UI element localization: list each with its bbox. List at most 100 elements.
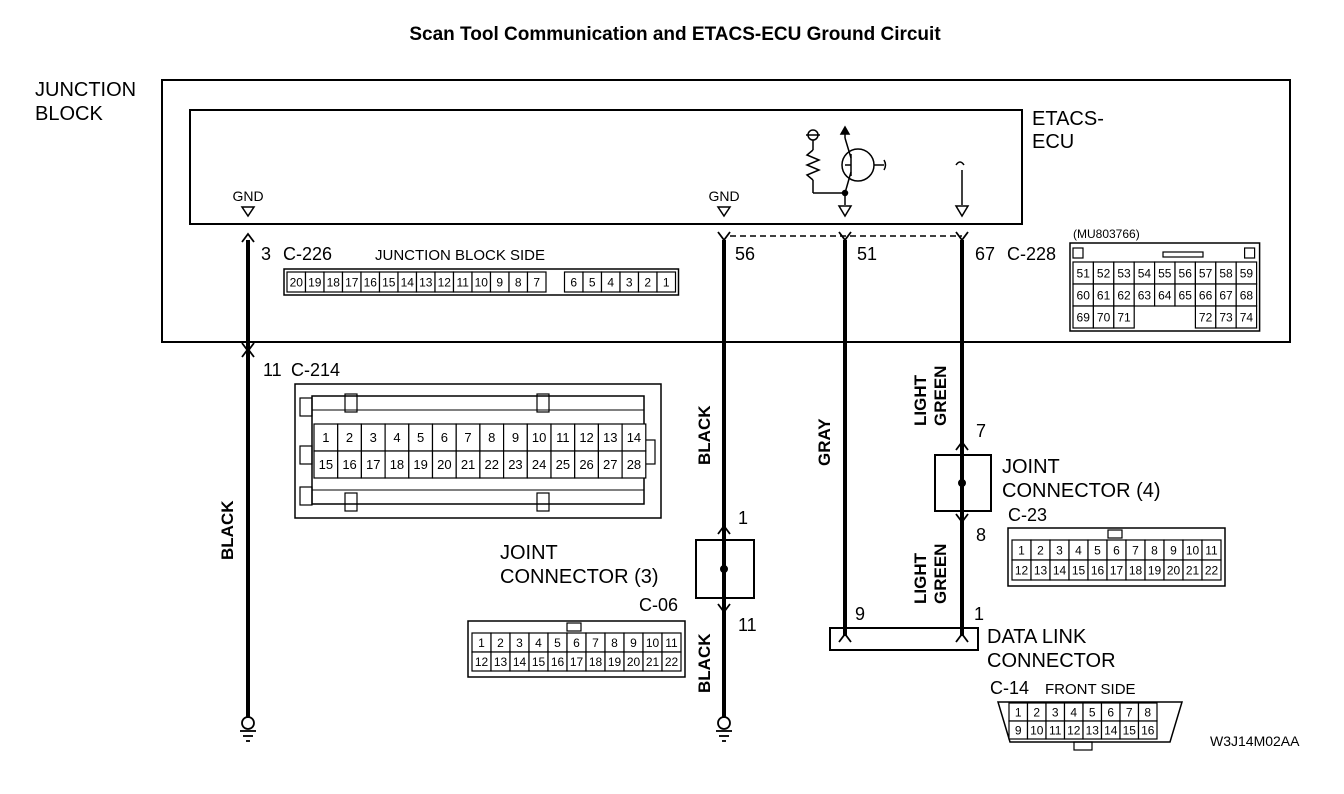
c23-pin-label: 3 [1056, 543, 1063, 557]
c06-pin-label: 19 [608, 655, 622, 669]
c14-pin-label: 12 [1067, 723, 1081, 737]
c23-pin-label: 1 [1018, 543, 1025, 557]
c23-housing [1007, 527, 1226, 587]
ground-symbol-left [240, 716, 256, 742]
c228-pin-label: 53 [1117, 266, 1131, 280]
c226-pin-label: 15 [382, 275, 396, 289]
c228-pin-label: 72 [1199, 310, 1213, 324]
c06-pin-label: 1 [478, 636, 485, 650]
c214-pin-label: 28 [627, 457, 641, 472]
c06-pin-label: 18 [589, 655, 603, 669]
drawing-code: W3J14M02AA [1210, 733, 1300, 749]
c214-pin-label: 22 [485, 457, 499, 472]
ecu-label-2: ECU [1032, 131, 1074, 153]
c14-pin-label: 5 [1089, 705, 1096, 719]
c214-pin-label: 10 [532, 430, 546, 445]
c226-pin-label: 1 [663, 275, 670, 289]
c23-pin-label: 9 [1170, 543, 1177, 557]
c06-latch [566, 622, 582, 632]
c214-pin-label: 19 [413, 457, 427, 472]
c228-pin-label: 70 [1097, 310, 1111, 324]
c06-pin-label: 12 [475, 655, 489, 669]
c228-pin-label: 51 [1077, 266, 1091, 280]
c23-pin-label: 7 [1132, 543, 1139, 557]
c23-pin-label: 15 [1072, 563, 1086, 577]
c226-pin-label: 8 [515, 275, 522, 289]
c226-pin-label: 17 [345, 275, 359, 289]
c14-pin-label: 2 [1033, 705, 1040, 719]
c226-id: C-226 [283, 244, 332, 264]
gnd-symbol-left [240, 206, 256, 218]
c23-pin-label: 16 [1091, 563, 1105, 577]
c06-pin-label: 5 [554, 636, 561, 650]
c214-pin-label: 9 [512, 430, 519, 445]
wire-black-left-terminals [241, 232, 255, 358]
c228-pin-51: 51 [857, 244, 877, 264]
c226-pin-label: 6 [570, 275, 577, 289]
c214-pin-label: 12 [579, 430, 593, 445]
c228-pin-label: 63 [1138, 288, 1152, 302]
c14-cell [1137, 720, 1158, 740]
dlc-pin-9: 9 [855, 604, 865, 624]
c23-pin-label: 20 [1167, 563, 1181, 577]
c06-pin-label: 9 [630, 636, 637, 650]
c214-latch [299, 397, 313, 417]
c226-pin-label: 18 [327, 275, 341, 289]
c06-housing [467, 620, 686, 678]
c228-pin-label: 68 [1240, 288, 1254, 302]
c214-latch [344, 393, 358, 413]
c226-pin-label: 13 [419, 275, 433, 289]
c14-pin-label: 1 [1015, 705, 1022, 719]
c14-pin-label: 7 [1126, 705, 1133, 719]
wire-black-middle-terminals [717, 231, 731, 614]
c228-pin-label: 71 [1117, 310, 1131, 324]
dlc-label-2: CONNECTOR [987, 650, 1116, 672]
joint-connector-3-node [720, 565, 728, 573]
c226-pin-label: 10 [475, 275, 489, 289]
c228-cell [1113, 305, 1135, 329]
gnd-symbol-right [716, 206, 732, 218]
joint-connector-4-node [958, 479, 966, 487]
c14-pin-label: 6 [1107, 705, 1114, 719]
joint4-label-2: CONNECTOR (4) [1002, 480, 1161, 502]
c226-pin-label: 9 [496, 275, 503, 289]
c14-pin-label: 9 [1015, 723, 1022, 737]
c228-cell [1235, 305, 1258, 329]
wire-label-light-2: LIGHT [911, 552, 930, 604]
dlc-side-label: FRONT SIDE [1045, 681, 1136, 698]
transistor-circuit [805, 125, 887, 218]
c23-pin-label: 4 [1075, 543, 1082, 557]
etacs-ecu-box [189, 109, 1023, 225]
c226-pin-label: 7 [533, 275, 540, 289]
c228-pin-67: 67 [975, 244, 995, 264]
c14-pin-label: 11 [1049, 723, 1062, 737]
c214-cell [621, 450, 647, 479]
c228-key [1243, 247, 1256, 259]
c06-pin-label: 7 [592, 636, 599, 650]
c214-side-tab [644, 439, 656, 465]
c226-pin-label: 19 [308, 275, 322, 289]
joint3-label-2: CONNECTOR (3) [500, 566, 659, 588]
junction-block-label-2: BLOCK [35, 103, 103, 125]
wire-light-green-terminals [955, 231, 969, 643]
c23-pin-label: 12 [1015, 563, 1029, 577]
c226-pin-label: 5 [589, 275, 596, 289]
c14-pin-label: 15 [1123, 723, 1137, 737]
c214-pin-label: 15 [319, 457, 333, 472]
ground-symbol-middle [716, 716, 732, 742]
c06-pin-label: 21 [646, 655, 660, 669]
c06-pin-label: 10 [646, 636, 660, 650]
c228-pin-label: 74 [1240, 310, 1254, 324]
wire-label-green-2: GREEN [931, 544, 950, 604]
c23-pin-label: 18 [1129, 563, 1143, 577]
c228-pin-56: 56 [735, 244, 755, 264]
c06-cell [661, 651, 682, 672]
c214-pin-label: 4 [393, 430, 400, 445]
c214-latch [536, 492, 550, 512]
c214-pin-label: 18 [390, 457, 404, 472]
c14-key [1073, 741, 1093, 751]
c06-pin-label: 11 [665, 636, 678, 650]
c228-pin-label: 55 [1158, 266, 1172, 280]
c214-pin-label: 7 [464, 430, 471, 445]
c214-pin-label: 8 [488, 430, 495, 445]
